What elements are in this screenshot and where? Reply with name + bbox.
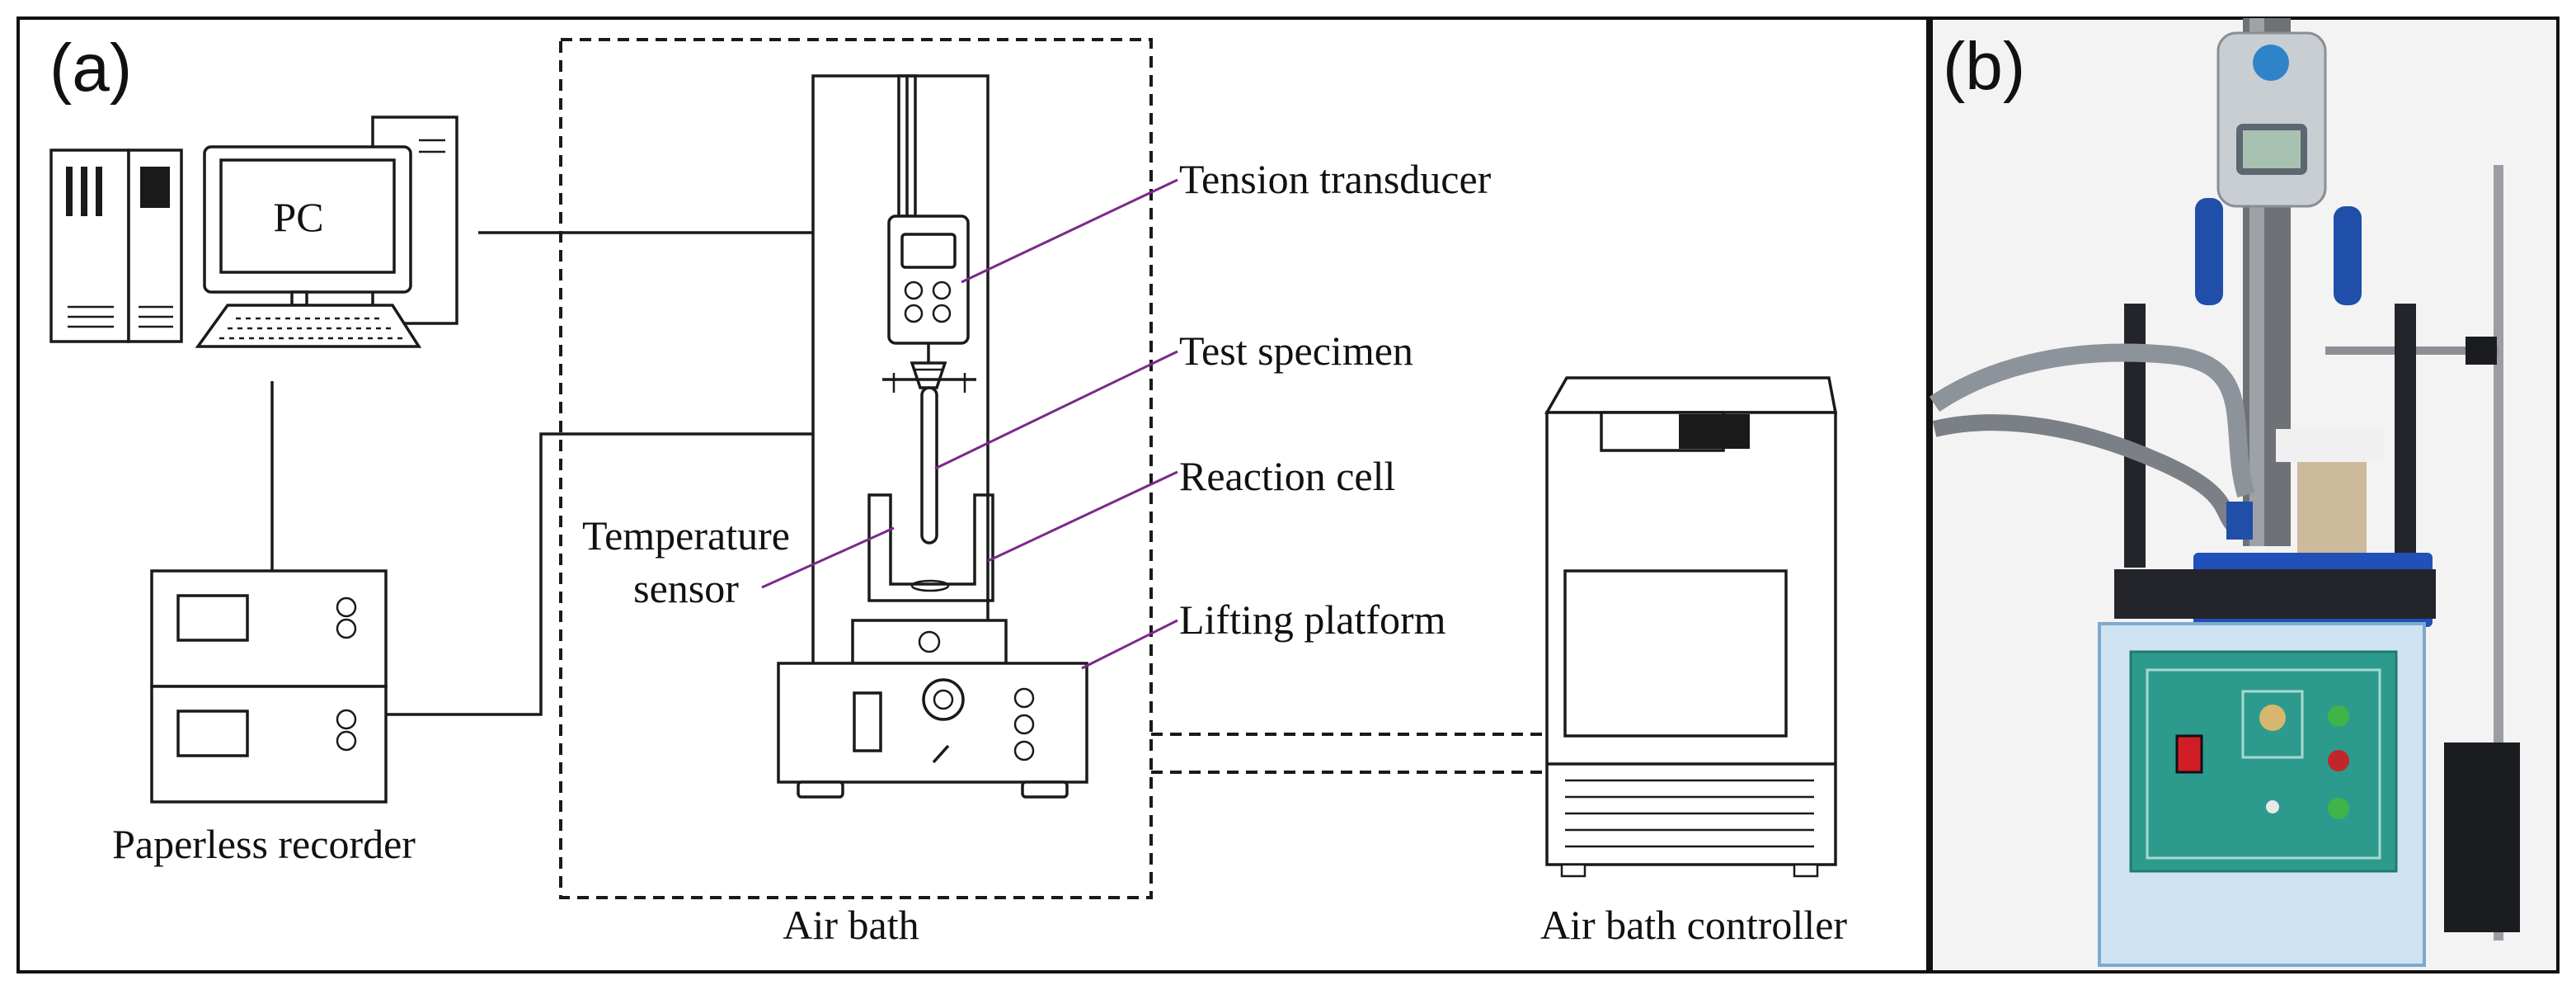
pc-label: PC bbox=[273, 194, 323, 240]
panel-b-label: (b) bbox=[1943, 29, 2025, 104]
tension-transducer-label: Tension transducer bbox=[1179, 156, 1492, 202]
reaction-cell-label: Reaction cell bbox=[1179, 453, 1395, 499]
leader-cell bbox=[987, 470, 1178, 563]
paperless-recorder-icon bbox=[150, 569, 388, 804]
reaction-cell-icon bbox=[867, 493, 994, 602]
lifting-platform-label: Lifting platform bbox=[1179, 596, 1446, 643]
test-specimen-label: Test specimen bbox=[1179, 328, 1413, 374]
apparatus-photo bbox=[1929, 18, 2520, 967]
pc-icon: PC bbox=[195, 116, 458, 348]
specimen-clamp bbox=[882, 361, 976, 393]
tension-transducer-icon bbox=[887, 214, 970, 363]
leader-platform bbox=[1081, 619, 1178, 670]
paperless-recorder-label: Paperless recorder bbox=[112, 821, 416, 867]
leader-tension bbox=[961, 178, 1178, 284]
lifting-platform-icon bbox=[777, 619, 1088, 799]
air-bath-enclosure bbox=[559, 38, 1153, 899]
air-bath-label: Air bath bbox=[783, 902, 919, 948]
air-bath-controller-label: Air bath controller bbox=[1540, 902, 1847, 948]
panel-a-label: (a) bbox=[49, 31, 132, 106]
leader-temperature bbox=[761, 526, 895, 589]
server-tower-icon bbox=[49, 148, 183, 343]
temperature-sensor-label-line1: Temperature bbox=[582, 512, 790, 559]
leader-specimen bbox=[934, 350, 1178, 470]
test-frame bbox=[811, 74, 990, 668]
test-specimen-icon bbox=[920, 386, 938, 544]
temperature-sensor-label-line2: sensor bbox=[633, 565, 739, 611]
air-bath-controller-icon bbox=[1544, 376, 1838, 878]
panel-b: (b) bbox=[1929, 16, 2560, 974]
panel-a: (a) Air bath PC bbox=[16, 16, 1930, 974]
